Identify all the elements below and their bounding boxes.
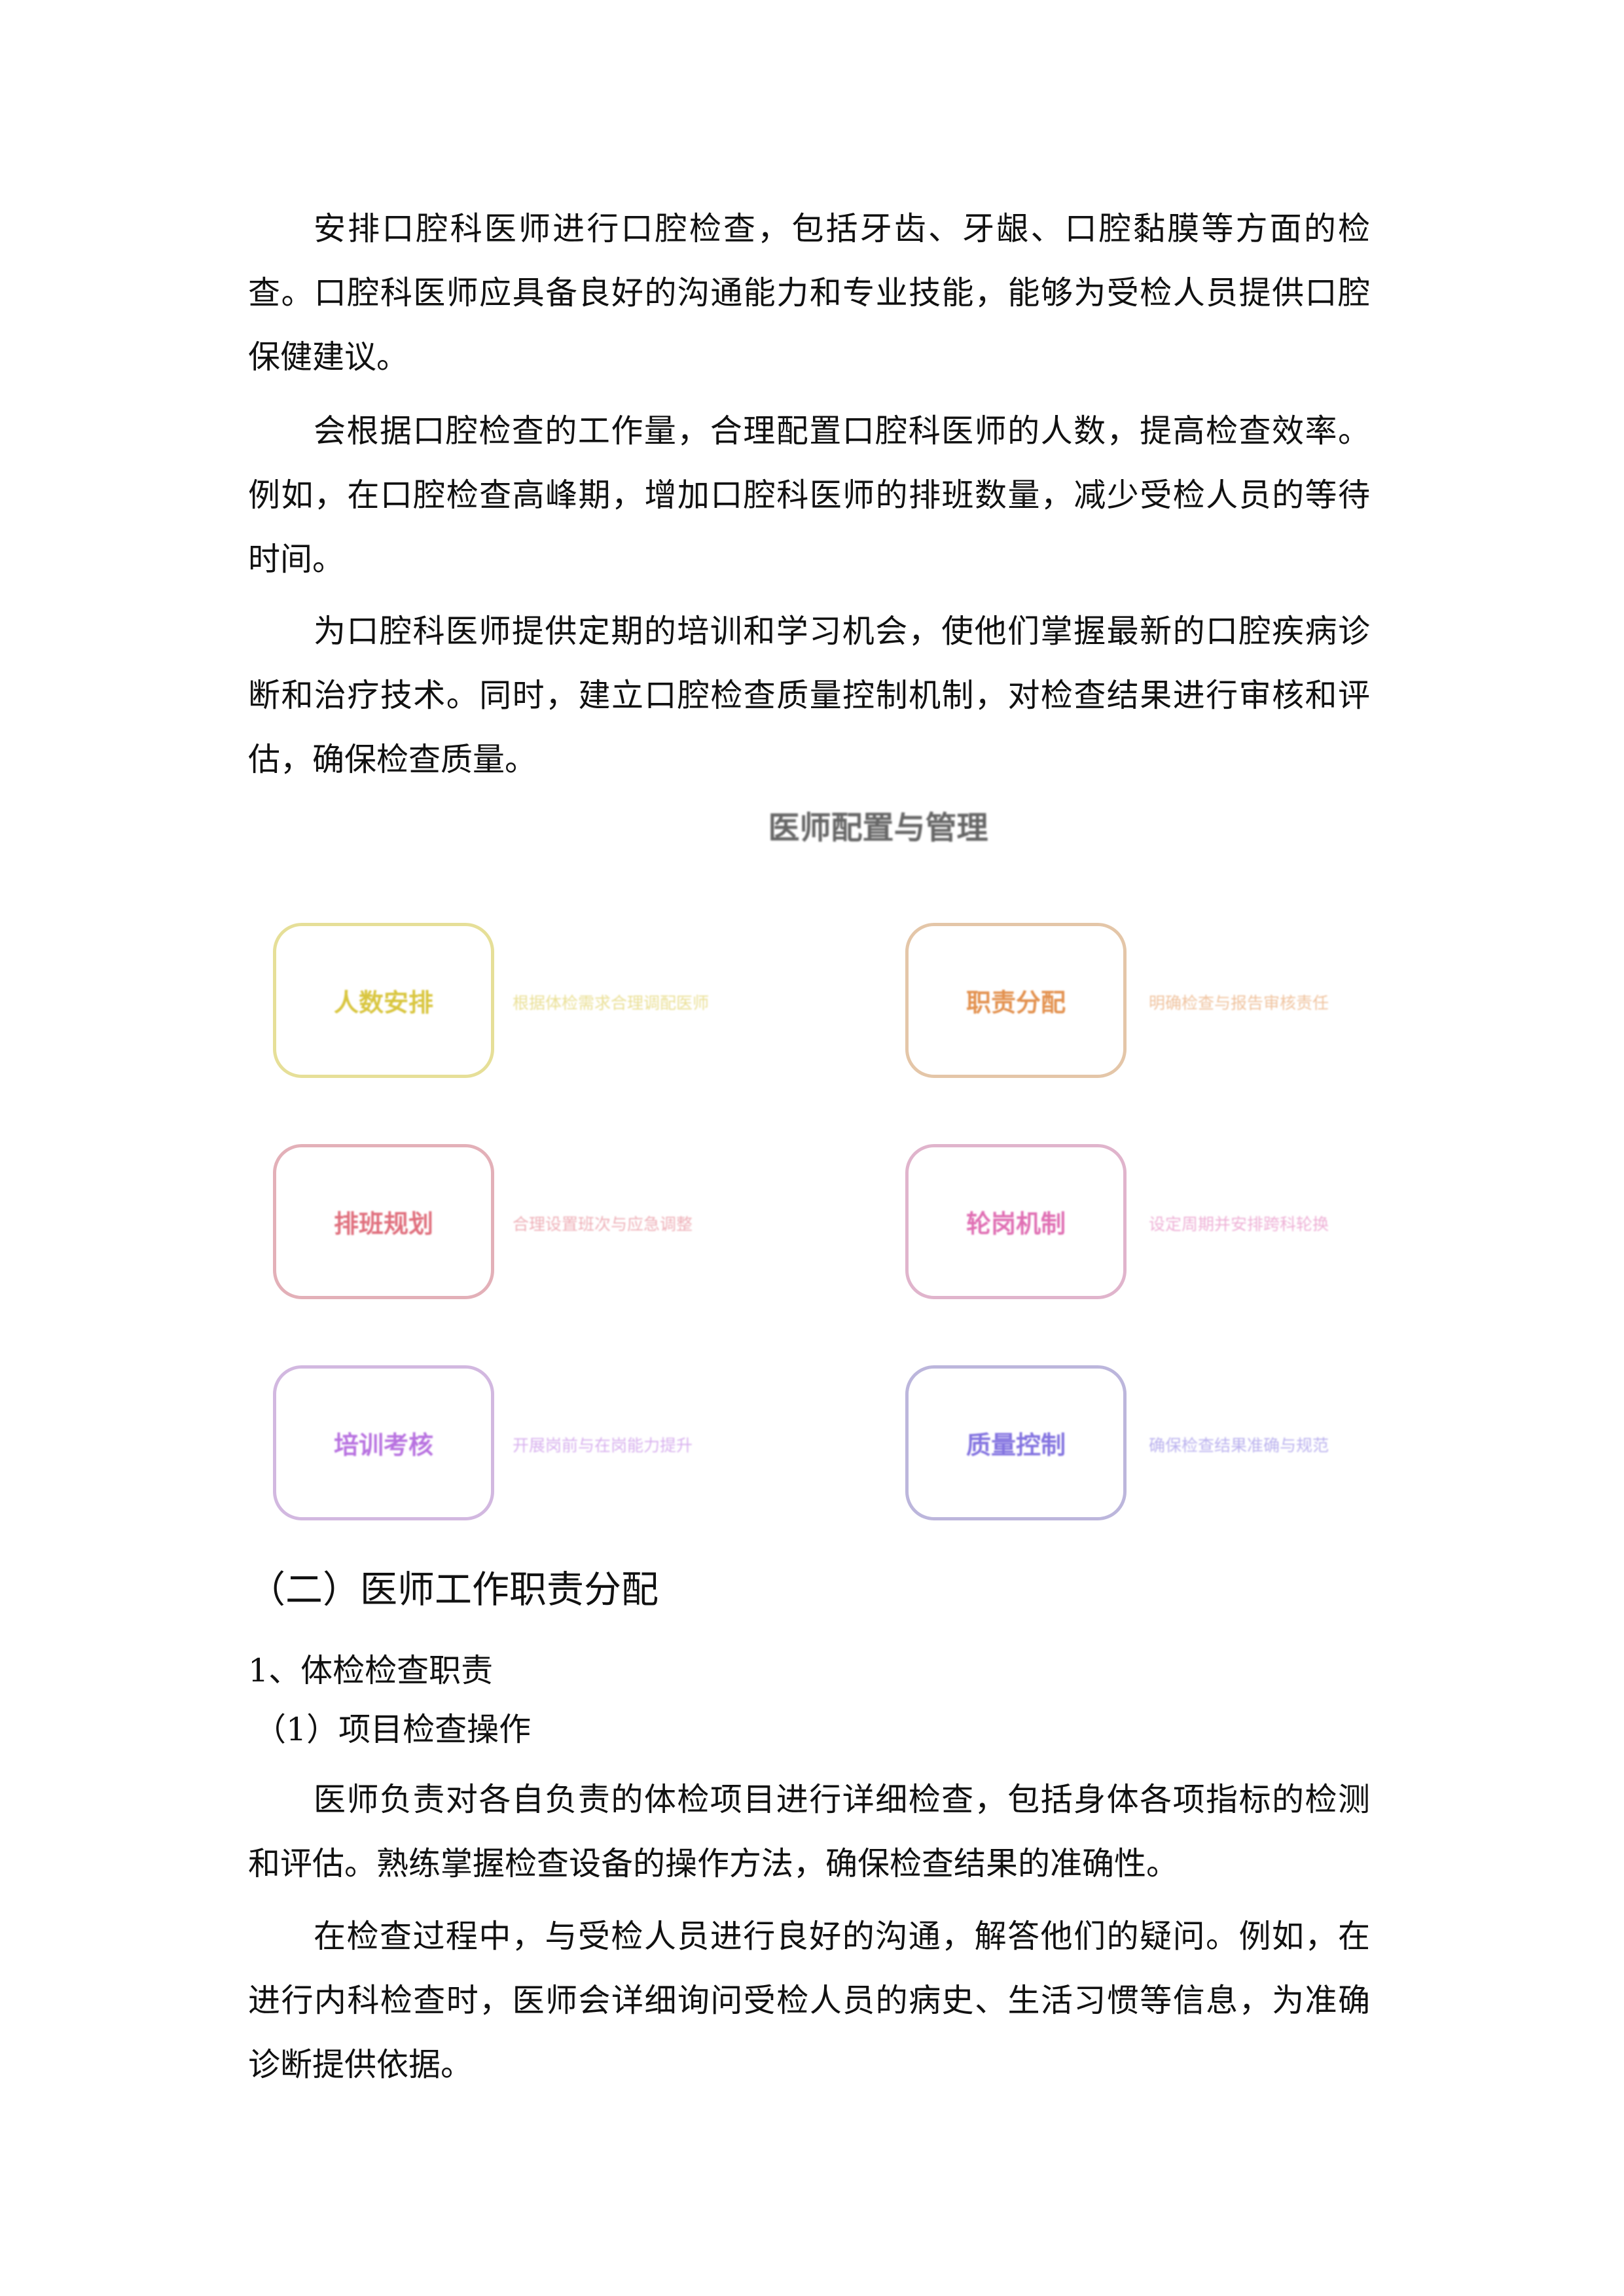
- card-description: 合理设置班次与应急调整: [513, 1215, 693, 1234]
- card-label: 人数安排: [333, 988, 433, 1017]
- paragraph: 医师负责对各自负责的体检项目进行详细检查，包括身体各项指标的检测和评估。熟练掌握…: [248, 1781, 1370, 1882]
- diagram-card: 职责分配: [905, 923, 1127, 1078]
- diagram-title: 医师配置与管理: [768, 810, 988, 846]
- paragraph: 为口腔科医师提供定期的培训和学习机会，使他们掌握最新的口腔疾病诊断和治疗技术。同…: [248, 613, 1370, 778]
- subheading: 1、体检检查职责: [248, 1652, 494, 1689]
- card-label: 职责分配: [965, 988, 1066, 1017]
- card-label: 轮岗机制: [965, 1210, 1066, 1238]
- card-label: 质量控制: [965, 1431, 1066, 1460]
- diagram-card: 人数安排: [273, 923, 494, 1078]
- card-label: 培训考核: [333, 1431, 433, 1460]
- paragraph: 会根据口腔检查的工作量，合理配置口腔科医师的人数，提高检查效率。例如，在口腔检查…: [248, 412, 1370, 578]
- diagram-card: 轮岗机制: [905, 1144, 1127, 1299]
- diagram-card: 培训考核: [273, 1365, 494, 1520]
- card-description: 开展岗前与在岗能力提升: [513, 1436, 693, 1455]
- subheading: （1）项目检查操作: [254, 1711, 532, 1748]
- diagram-card: 排班规划: [273, 1144, 494, 1299]
- diagram-card: 质量控制: [905, 1365, 1127, 1520]
- card-description: 根据体检需求合理调配医师: [513, 994, 710, 1013]
- paragraph: 安排口腔科医师进行口腔检查，包括牙齿、牙龈、口腔黏膜等方面的检查。口腔科医师应具…: [248, 210, 1370, 376]
- card-description: 明确检查与报告审核责任: [1149, 994, 1329, 1013]
- card-description: 设定周期并安排跨科轮换: [1149, 1215, 1329, 1234]
- card-description: 确保检查结果准确与规范: [1149, 1436, 1329, 1455]
- paragraph: 在检查过程中，与受检人员进行良好的沟通，解答他们的疑问。例如，在进行内科检查时，…: [248, 1918, 1370, 2083]
- card-label: 排班规划: [333, 1210, 433, 1238]
- section-heading: （二）医师工作职责分配: [248, 1568, 659, 1611]
